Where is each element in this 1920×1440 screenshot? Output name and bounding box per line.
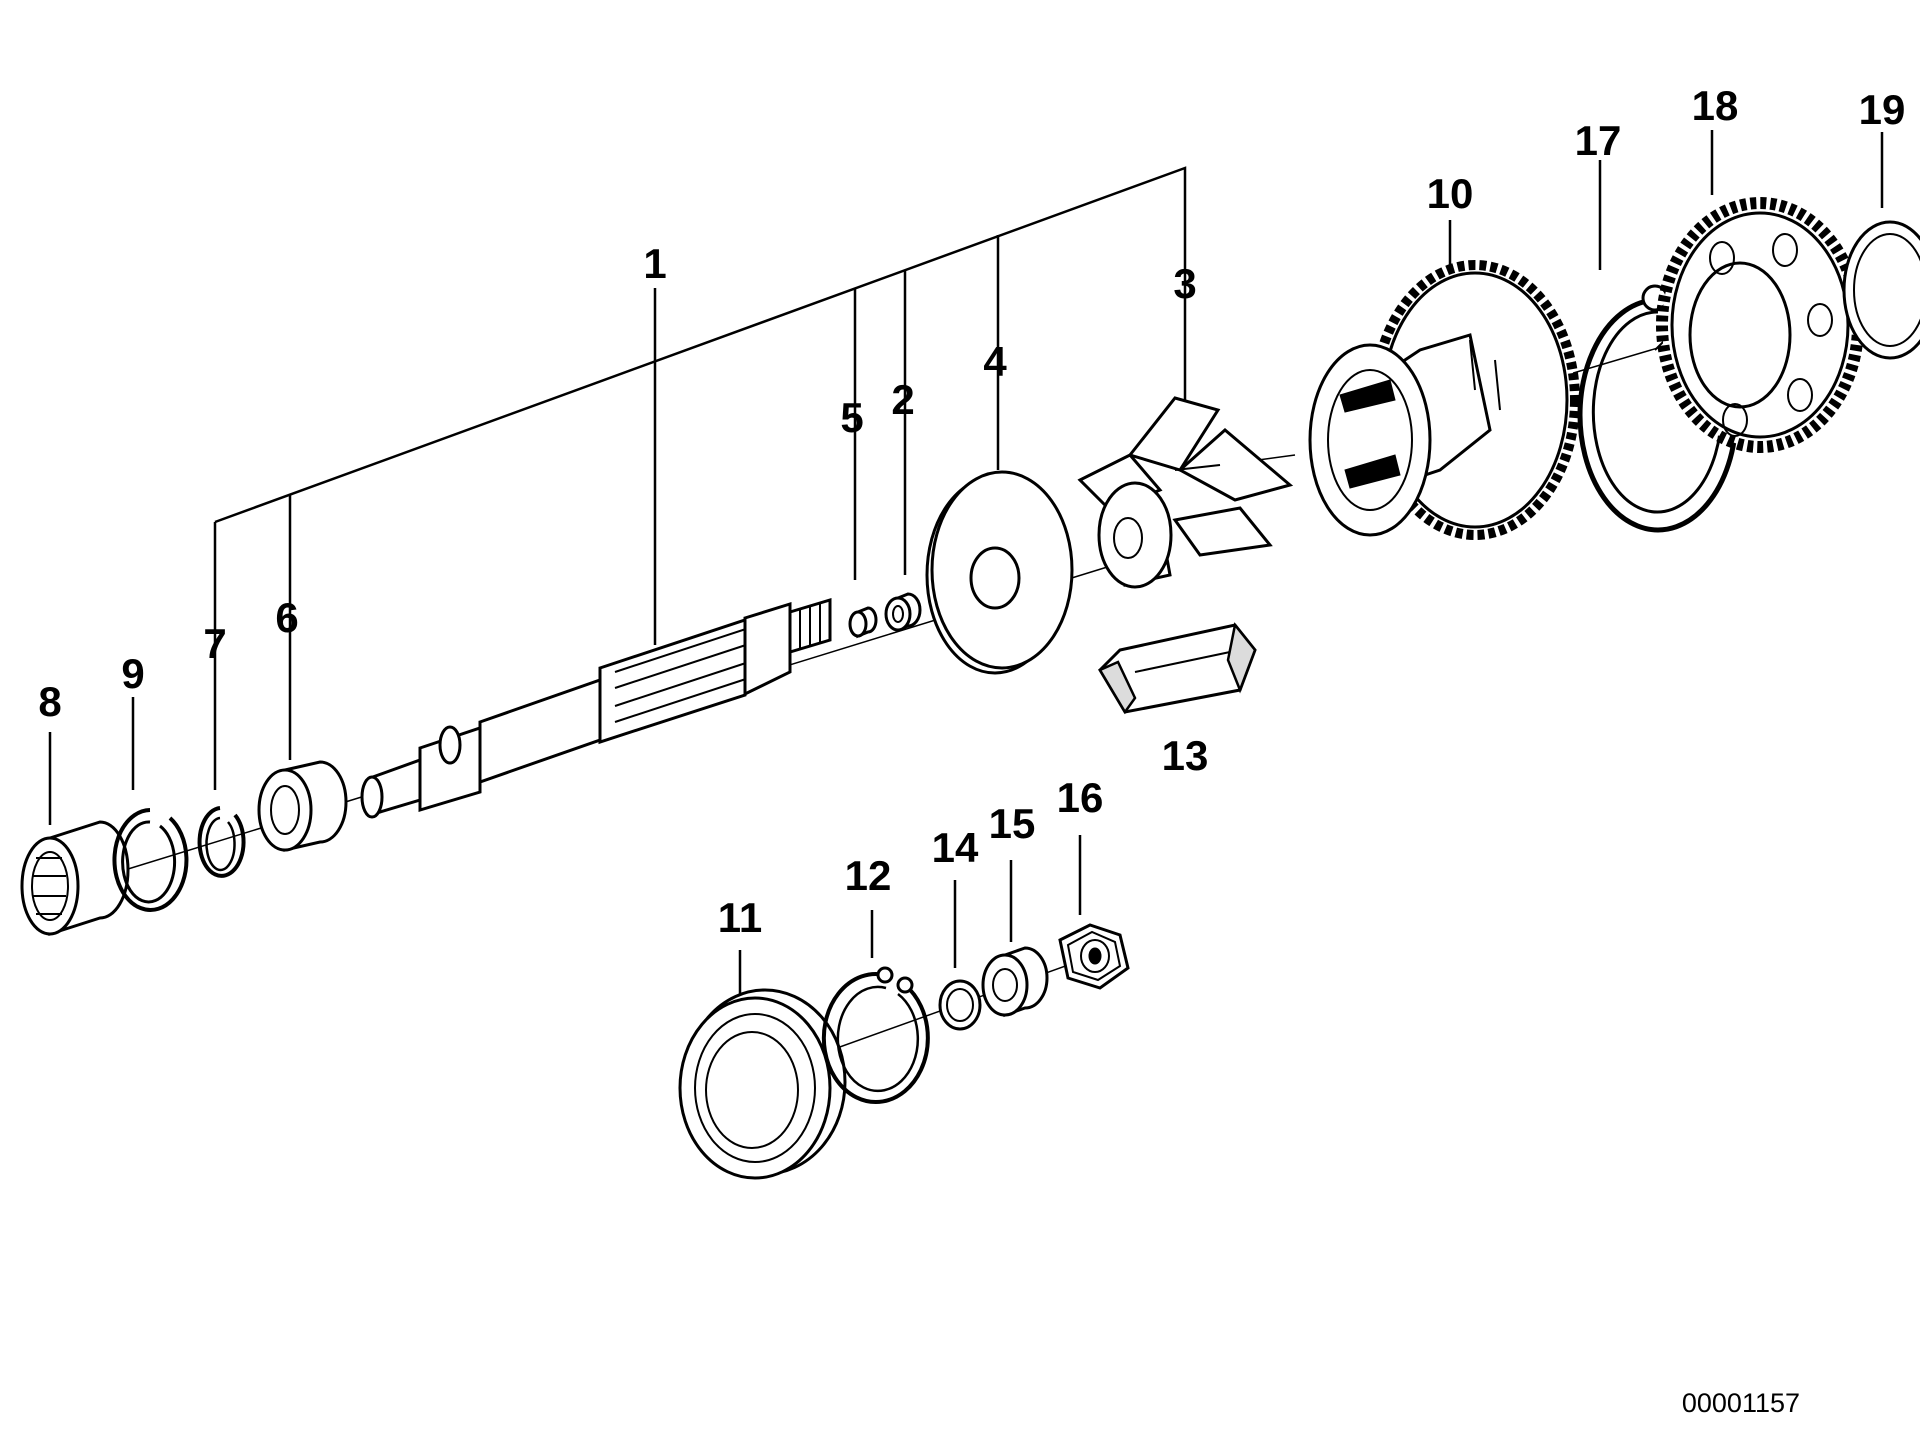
callout-15: 15 xyxy=(989,800,1036,847)
hex-nut-part xyxy=(1058,923,1130,990)
callout-6: 6 xyxy=(275,594,298,641)
callout-10: 10 xyxy=(1427,170,1474,217)
callout-19: 19 xyxy=(1859,86,1906,133)
gear-carrier-part xyxy=(1308,260,1580,540)
callout-3: 3 xyxy=(1173,260,1196,307)
needle-bearing-part xyxy=(20,820,130,937)
washer-disc-part xyxy=(925,470,1074,675)
callout-13: 13 xyxy=(1162,732,1209,779)
callout-11: 11 xyxy=(718,894,762,941)
spacer-sleeve-part xyxy=(884,592,922,633)
circlip-part xyxy=(112,808,189,912)
callout-1: 1 xyxy=(643,240,666,287)
callout-17: 17 xyxy=(1575,117,1622,164)
snap-ring-part xyxy=(197,806,246,878)
callout-8: 8 xyxy=(38,678,61,725)
assembly-bracket xyxy=(213,166,1187,790)
callout-7: 7 xyxy=(203,620,226,667)
wedge-insert-part xyxy=(1098,622,1257,715)
bushing-part xyxy=(257,760,348,852)
callout-12: 12 xyxy=(845,852,892,899)
radial-seal-part xyxy=(678,988,847,1180)
shaft-part xyxy=(360,597,832,819)
callouts: 1 2 3 4 5 6 7 8 9 10 11 12 13 14 15 16 1… xyxy=(38,82,1905,941)
ring-part xyxy=(1842,220,1920,360)
sprocket-gear-part xyxy=(1656,197,1864,453)
callout-14: 14 xyxy=(932,824,979,871)
spacer-part xyxy=(981,946,1049,1018)
callout-16: 16 xyxy=(1057,774,1104,821)
circlip-small-part xyxy=(821,966,930,1104)
document-number: 00001157 xyxy=(1682,1388,1800,1418)
callout-5: 5 xyxy=(840,394,863,441)
small-sleeve-part xyxy=(848,606,878,639)
impeller-part xyxy=(1077,396,1294,589)
callout-9: 9 xyxy=(121,650,144,697)
callout-18: 18 xyxy=(1692,82,1739,129)
callout-4: 4 xyxy=(983,338,1007,385)
o-ring-part xyxy=(938,979,982,1031)
callout-2: 2 xyxy=(891,376,914,423)
